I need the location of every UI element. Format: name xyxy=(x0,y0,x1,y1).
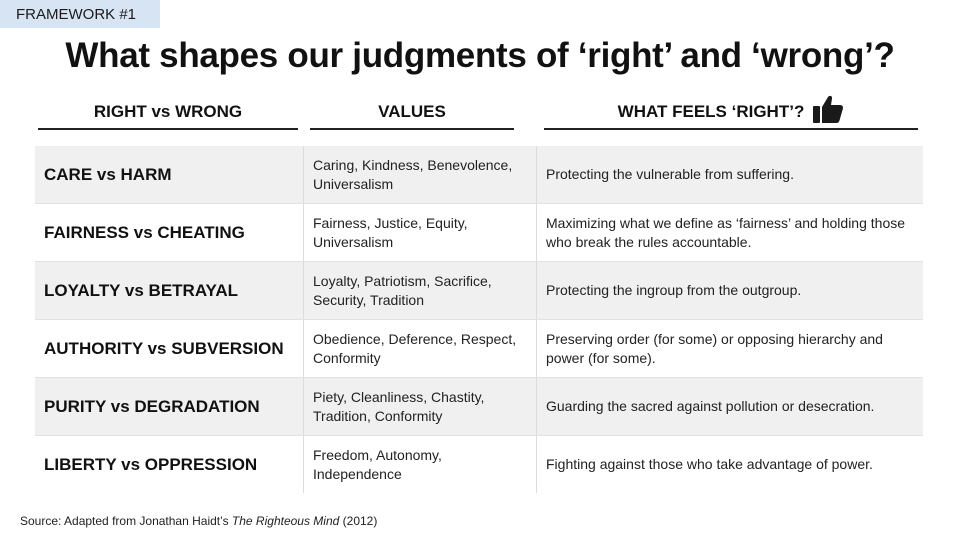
foundations-table: CARE vs HARM Caring, Kindness, Benevolenc… xyxy=(35,146,923,493)
values-cell: Freedom, Autonomy, Independence xyxy=(303,436,536,493)
foundation-cell: FAIRNESS vs CHEATING xyxy=(44,222,245,242)
values-cell: Obedience, Deference, Respect, Conformit… xyxy=(303,320,536,377)
foundation-cell: LIBERTY vs OPPRESSION xyxy=(44,454,258,474)
foundation-cell: PURITY vs DEGRADATION xyxy=(44,396,260,416)
feels-right-cell: Protecting the ingroup from the outgroup… xyxy=(536,262,923,319)
source-book-title: The Righteous Mind xyxy=(231,514,340,528)
column-header-right-vs-wrong: RIGHT vs WRONG xyxy=(38,102,298,130)
column-header-what-feels-right: WHAT FEELS ‘RIGHT’? xyxy=(544,95,918,130)
column-header-label: WHAT FEELS ‘RIGHT’? xyxy=(617,102,805,121)
source-citation: Source: Adapted from Jonathan Haidt’s Th… xyxy=(20,514,377,528)
foundation-cell: AUTHORITY vs SUBVERSION xyxy=(44,338,284,358)
feels-right-cell: Maximizing what we define as ‘fairness’ … xyxy=(536,204,923,261)
values-cell: Caring, Kindness, Benevolence, Universal… xyxy=(303,146,536,203)
table-row: FAIRNESS vs CHEATING Fairness, Justice, E… xyxy=(35,204,923,262)
foundation-cell: LOYALTY vs BETRAYAL xyxy=(44,280,238,300)
values-cell: Fairness, Justice, Equity, Universalism xyxy=(303,204,536,261)
feels-right-cell: Protecting the vulnerable from suffering… xyxy=(536,146,923,203)
foundation-cell: CARE vs HARM xyxy=(44,164,172,184)
column-header-values: VALUES xyxy=(310,102,514,130)
table-row: LOYALTY vs BETRAYAL Loyalty, Patriotism, … xyxy=(35,262,923,320)
table-row: LIBERTY vs OPPRESSION Freedom, Autonomy, … xyxy=(35,436,923,493)
source-suffix: (2012) xyxy=(339,514,378,528)
feels-right-cell: Fighting against those who take advantag… xyxy=(536,436,923,493)
values-cell: Piety, Cleanliness, Chastity, Tradition,… xyxy=(303,378,536,435)
column-header-label: VALUES xyxy=(378,102,446,121)
page-title: What shapes our judgments of ‘right’ and… xyxy=(65,36,895,75)
table-row: PURITY vs DEGRADATION Piety, Cleanliness,… xyxy=(35,378,923,436)
thumbs-up-icon xyxy=(812,94,844,124)
table-row: AUTHORITY vs SUBVERSION Obedience, Defere… xyxy=(35,320,923,378)
source-prefix: Source: Adapted from Jonathan Haidt’s xyxy=(20,514,232,528)
feels-right-cell: Preserving order (for some) or opposing … xyxy=(536,320,923,377)
feels-right-cell: Guarding the sacred against pollution or… xyxy=(536,378,923,435)
table-row: CARE vs HARM Caring, Kindness, Benevolenc… xyxy=(35,146,923,204)
column-header-label: RIGHT vs WRONG xyxy=(93,102,243,121)
values-cell: Loyalty, Patriotism, Sacrifice, Security… xyxy=(303,262,536,319)
framework-tag: FRAMEWORK #1 xyxy=(0,0,160,28)
